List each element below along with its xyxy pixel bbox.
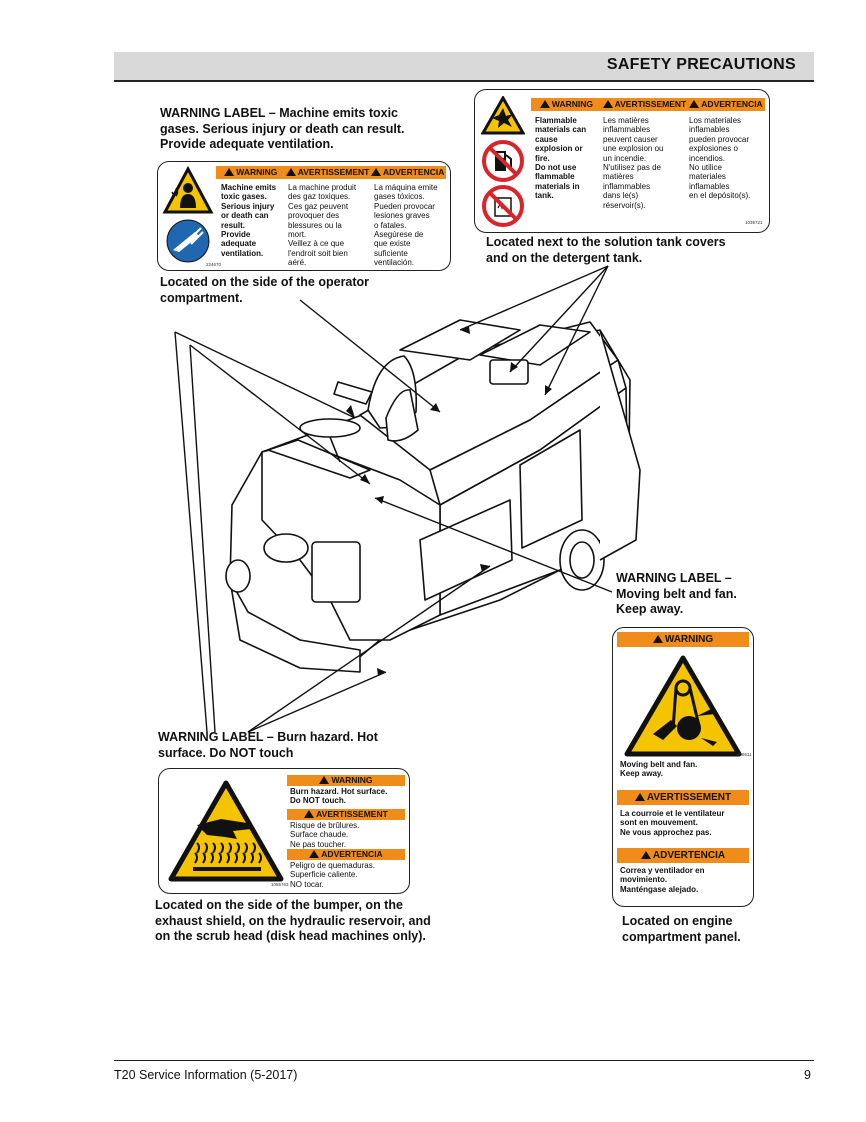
flammable-label-location: Located next to the solution tank covers… xyxy=(486,235,726,265)
footer-divider xyxy=(114,1060,814,1061)
burn-warning-bar: WARNING xyxy=(287,775,405,786)
page-title: SAFETY PRECAUTIONS xyxy=(606,56,796,73)
belt-label-location: Located on engine compartment panel. xyxy=(622,914,741,944)
toxic-gas-label: WARNING AVERTISSEMENT ADVERTENCIA Machin… xyxy=(157,161,451,271)
no-fuel-pump-icon xyxy=(482,140,524,182)
flammable-materials-label: WARNING AVERTISSEMENT ADVERTENCIA Flamma… xyxy=(474,89,770,233)
belt-avertissement-bar: AVERTISSEMENT xyxy=(617,790,749,805)
toxic-symbols-panel xyxy=(158,162,216,270)
burn-text-french: Risque de brûlures.Surface chaude.Ne pas… xyxy=(290,821,360,849)
burn-avertissement-bar: AVERTISSEMENT xyxy=(287,809,405,820)
belt-text-english: Moving belt and fan.Keep away. xyxy=(620,760,698,779)
burn-advertencia-bar: ADVERTENCIA xyxy=(287,849,405,860)
burn-part-number: 1055763 xyxy=(271,882,289,887)
burn-warning-caption: WARNING LABEL – Burn hazard. Hot surface… xyxy=(158,730,378,760)
footer-document-title: T20 Service Information (5-2017) xyxy=(114,1068,298,1082)
belt-part-number: 608611 xyxy=(737,752,752,757)
no-flammable-in-tank-icon xyxy=(482,185,524,227)
burn-text-spanish: Peligro de quemaduras.Superficie calient… xyxy=(290,861,375,889)
belt-warning-bar: WARNING xyxy=(617,632,749,647)
toxic-gas-warning-icon xyxy=(162,166,214,214)
explosion-warning-icon xyxy=(481,96,525,135)
flammable-label-header-bar: WARNING AVERTISSEMENT ADVERTENCIA xyxy=(531,98,765,111)
belt-entanglement-icon xyxy=(624,655,742,757)
burn-text-english: Burn hazard. Hot surface.Do NOT touch. xyxy=(290,787,388,806)
moving-belt-fan-label: WARNING 608611 Moving belt and fan.Keep … xyxy=(612,627,754,907)
toxic-label-header-bar: WARNING AVERTISSEMENT ADVERTENCIA xyxy=(216,166,446,179)
belt-advertencia-bar: ADVERTENCIA xyxy=(617,848,749,863)
burn-hazard-label: WARNING Burn hazard. Hot surface.Do NOT … xyxy=(158,768,410,894)
toxic-label-location: Located on the side of the operator comp… xyxy=(160,275,370,305)
toxic-warning-caption: WARNING LABEL – Machine emits toxic gase… xyxy=(160,106,405,151)
section-header-bar: SAFETY PRECAUTIONS xyxy=(114,52,814,82)
belt-warning-caption: WARNING LABEL – Moving belt and fan. Kee… xyxy=(616,571,737,616)
ventilation-mandatory-icon xyxy=(166,219,210,263)
page-number: 9 xyxy=(804,1068,811,1082)
flammable-symbols-panel xyxy=(475,90,531,232)
toxic-part-number: 224670 xyxy=(206,262,222,267)
burn-label-location: Located on the side of the bumper, on th… xyxy=(155,898,431,943)
hot-surface-warning-icon xyxy=(168,780,284,882)
flammable-part-number: 1039721 xyxy=(745,220,763,225)
